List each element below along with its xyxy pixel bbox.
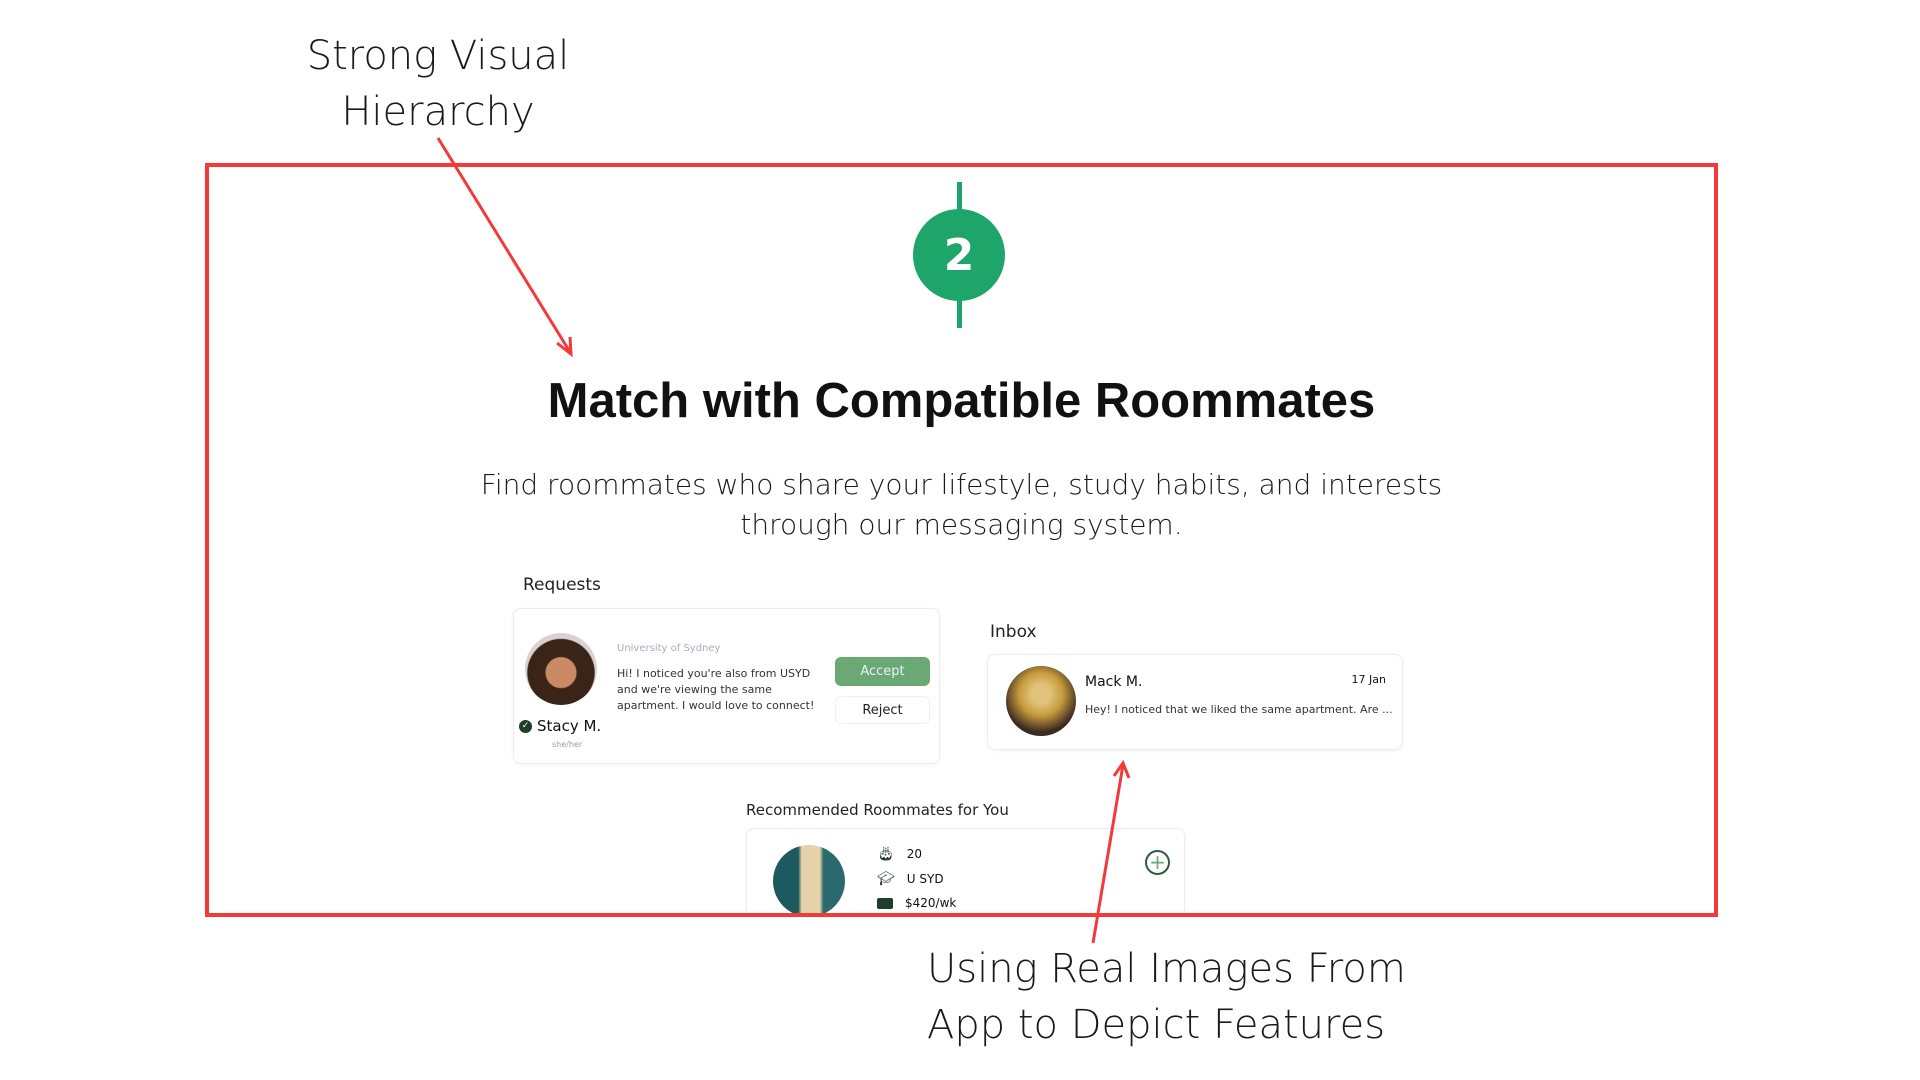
- message-preview: Hey! I noticed that we liked the same ap…: [1085, 703, 1393, 716]
- arrow-head: [556, 336, 573, 358]
- money-icon: [877, 897, 893, 909]
- message-line: apartment. I would love to connect!: [617, 699, 815, 712]
- recommended-label: Recommended Roommates for You: [746, 801, 1009, 819]
- subtitle-line: Find roommates who share your lifestyle,…: [480, 468, 1443, 501]
- reject-button[interactable]: Reject: [835, 696, 930, 724]
- university: U SYD: [906, 872, 944, 886]
- add-roommate-button[interactable]: +: [1145, 850, 1170, 875]
- message-line: and we're viewing the same: [617, 683, 772, 696]
- arrow-hierarchy: [436, 137, 572, 353]
- inbox-item[interactable]: Mack M. 17 Jan Hey! I noticed that we li…: [987, 654, 1403, 750]
- requests-label: Requests: [523, 575, 601, 595]
- user-name-row: ✓ Stacy M.: [519, 717, 601, 735]
- message-date: 17 Jan: [1351, 673, 1386, 686]
- verified-icon: ✓: [519, 719, 532, 733]
- university: University of Sydney: [617, 643, 721, 654]
- user-name: Stacy M.: [537, 717, 602, 735]
- inbox-label: Inbox: [990, 622, 1037, 642]
- pronouns: she/her: [552, 740, 583, 749]
- sender-name: Mack M.: [1085, 674, 1143, 690]
- request-message: Hi! I noticed you're also from USYD and …: [617, 666, 814, 714]
- rent: $420/wk: [905, 896, 957, 910]
- roommate-card[interactable]: 🎂︎ 20 🎓︎ U SYD $420/wk +: [746, 828, 1185, 913]
- avatar: [1006, 666, 1076, 736]
- annotation-line: App to Depict Features: [927, 1002, 1386, 1048]
- request-card: ✓ Stacy M. she/her University of Sydney …: [513, 608, 940, 764]
- roommate-details: 🎂︎ 20 🎓︎ U SYD $420/wk: [877, 846, 956, 910]
- annotation-line: Hierarchy: [341, 89, 535, 135]
- annotation-real-images: Using Real Images From App to Depict Fea…: [927, 941, 1527, 1053]
- step-badge: 2: [913, 209, 1005, 301]
- subtitle: Find roommates who share your lifestyle,…: [209, 465, 1714, 545]
- arrow-head: [1112, 759, 1131, 779]
- annotation-line: Strong Visual: [306, 33, 570, 79]
- cake-icon: 🎂︎: [877, 846, 895, 862]
- graduation-cap-icon: 🎓︎: [877, 871, 895, 887]
- page-title: Match with Compatible Roommates: [547, 374, 1376, 428]
- age: 20: [906, 847, 923, 861]
- subtitle-line: through our messaging system.: [740, 508, 1183, 541]
- avatar: [773, 845, 845, 913]
- annotation-visual-hierarchy: Strong Visual Hierarchy: [238, 28, 638, 140]
- accept-button[interactable]: Accept: [835, 657, 930, 686]
- annotation-line: Using Real Images From: [927, 946, 1406, 992]
- message-line: Hi! I noticed you're also from USYD: [617, 667, 811, 680]
- feature-section: 2 Match with Compatible Roommates Find r…: [209, 167, 1714, 913]
- avatar: [525, 633, 597, 705]
- arrow-images: [1091, 764, 1125, 944]
